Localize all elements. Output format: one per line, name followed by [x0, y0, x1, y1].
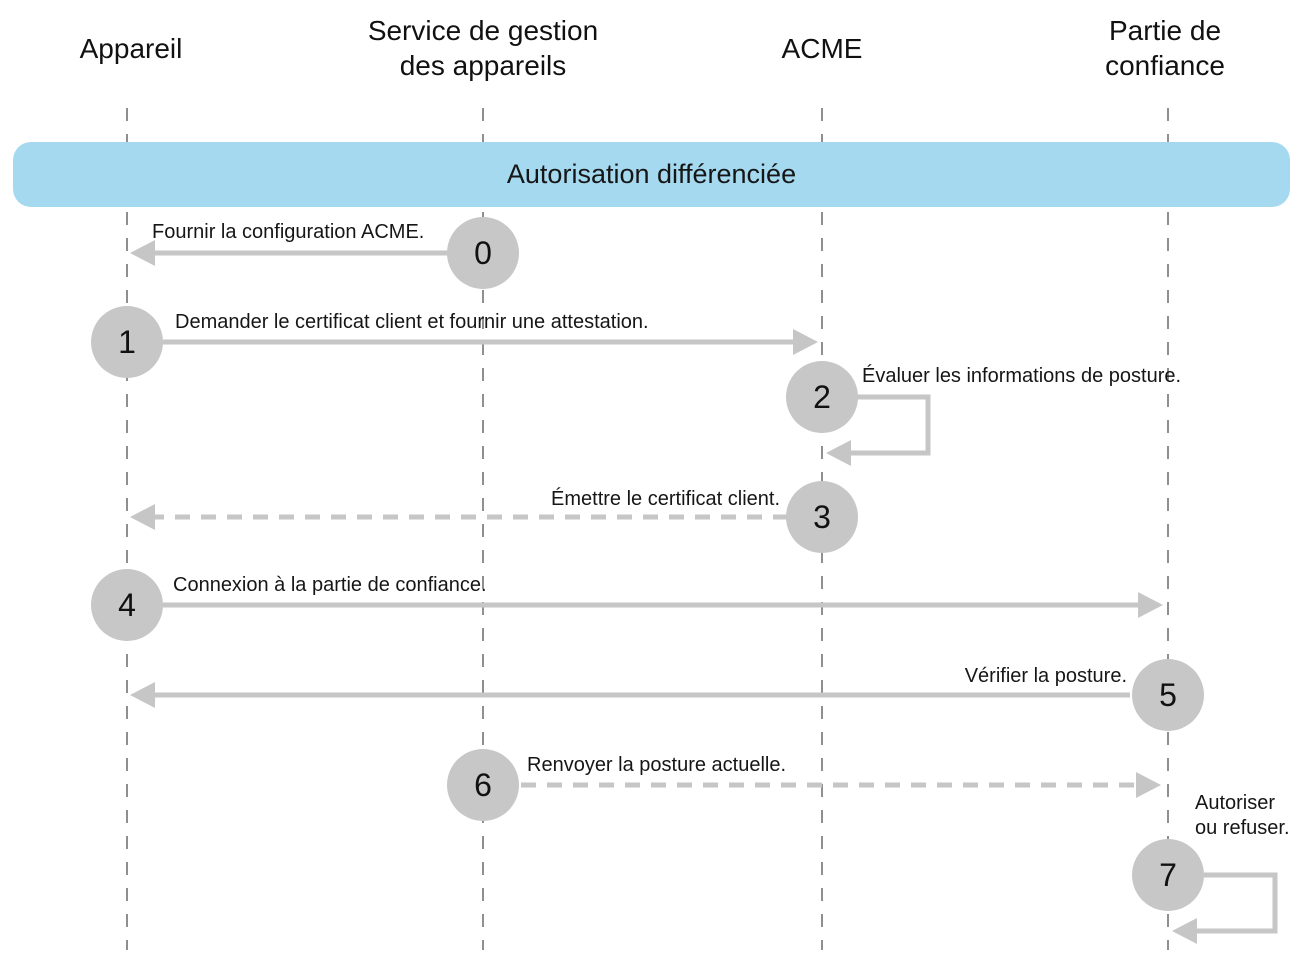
step-4-label: Connexion à la partie de confiance. [173, 574, 487, 596]
step-2-self-loop-arrow [826, 394, 931, 466]
step-2-label: Évaluer les informations de posture. [862, 365, 1182, 387]
step-1-arrow [163, 329, 818, 355]
actor-service-gestion: Service de gestion des appareils [367, 15, 599, 81]
step-4-badge: 4 [91, 569, 163, 641]
step-5-badge: 5 [1132, 659, 1204, 731]
step-7-label: Autoriser ou refuser. [1195, 792, 1290, 839]
step-7-badge: 7 [1132, 839, 1204, 911]
step-3-label: Émettre le certificat client. [551, 488, 780, 510]
step-0-badge: 0 [447, 217, 519, 289]
step-6-label: Renvoyer la posture actuelle. [527, 754, 787, 776]
step-1-label: Demander le certificat client et fournir… [175, 311, 649, 333]
step-6-badge: 6 [447, 749, 519, 821]
step-3-arrow [130, 504, 788, 530]
step-0-label: Fournir la configuration ACME. [152, 221, 425, 243]
step-1-badge: 1 [91, 306, 163, 378]
actor-appareil: Appareil [79, 32, 183, 64]
step-3-badge: 3 [786, 481, 858, 553]
lifeline-partie-confiance [1167, 108, 1169, 950]
lifeline-appareil [126, 108, 128, 950]
step-5-arrow [130, 682, 1130, 708]
step-5-label: Vérifier la posture. [964, 665, 1127, 687]
actor-acme: ACME [781, 32, 863, 64]
step-6-arrow [521, 772, 1161, 798]
step-2-badge: 2 [786, 361, 858, 433]
lifeline-service-gestion [482, 108, 484, 950]
step-7-self-loop-arrow [1172, 872, 1278, 944]
banner-autorisation: Autorisation différenciée [13, 142, 1290, 207]
banner-title: Autorisation différenciée [506, 159, 797, 189]
step-4-arrow [163, 592, 1163, 618]
actor-partie-confiance: Partie de confiance [1105, 15, 1225, 81]
step-0-arrow [130, 240, 449, 266]
